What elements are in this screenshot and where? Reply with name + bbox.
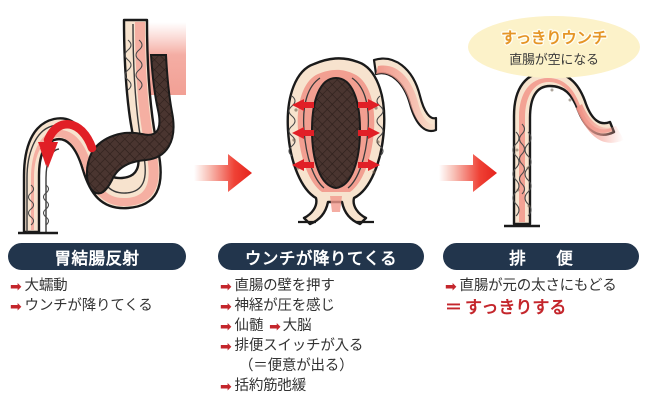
illustration-area: すっきりウンチ 直腸が空になる — [6, 0, 640, 243]
list-item-label: 大蠕動 — [24, 278, 68, 294]
pressure-arrow-right-1 — [358, 99, 380, 111]
list-item-label: 神経が圧を感じ — [234, 298, 335, 314]
list-item: ➡ ウンチが降りてくる — [10, 296, 208, 316]
list-item: ➡ 排便スイッチが入る — [220, 336, 430, 356]
panel-3-banner: 排 便 — [443, 243, 639, 270]
arrow-bullet-icon: ➡ — [220, 338, 232, 354]
callout-bubble: すっきりウンチ 直腸が空になる — [468, 16, 640, 78]
peristalsis-curved-arrow — [38, 120, 97, 168]
list-item-label: 直腸の壁を押す — [234, 278, 335, 294]
pressure-arrow-left-3 — [292, 159, 314, 171]
pressure-arrows — [292, 99, 380, 171]
callout-title: すっきりウンチ — [501, 30, 607, 47]
panel-3-lines: ➡ 直腸が元の太さにもどる ＝ すっきりする — [443, 276, 641, 320]
legend-columns: 胃結腸反射 ➡ 大蠕動 ➡ ウンチが降りてくる ウンチが降りてくる ➡ 直腸の壁… — [0, 243, 647, 405]
list-item-note: （＝便意が出る） — [220, 356, 430, 376]
list-item: ➡ 仙髄 ➡ 大脳 — [220, 316, 430, 336]
callout-subtitle: 直腸が空になる — [509, 52, 599, 67]
panel-1-banner: 胃結腸反射 — [8, 243, 186, 270]
panel-1-lines: ➡ 大蠕動 ➡ ウンチが降りてくる — [8, 276, 208, 316]
list-item-label: 排便スイッチが入る — [234, 338, 364, 354]
pressure-arrow-right-2 — [358, 127, 380, 139]
list-item-label: ウンチが降りてくる — [24, 298, 153, 314]
list-item: ➡ 括約筋弛緩 — [220, 376, 430, 396]
pressure-arrow-left-2 — [292, 127, 314, 139]
pressure-arrow-right-3 — [358, 159, 380, 171]
colon-peristalsis-illustration — [6, 0, 216, 243]
list-item-label: 括約筋弛緩 — [234, 378, 307, 394]
panel-2-lines: ➡ 直腸の壁を押す ➡ 神経が圧を感じ ➡ 仙髄 ➡ 大脳 ➡ 排便スイッチが入… — [218, 276, 430, 396]
conclusion-label: すっきりする — [465, 298, 567, 317]
list-item: ➡ 直腸の壁を押す — [220, 276, 430, 296]
list-item: ➡ 大蠕動 — [10, 276, 208, 296]
equals-sign: ＝ — [445, 298, 462, 317]
list-item-label: 直腸が元の太さにもどる — [459, 278, 617, 294]
panel-1-column: 胃結腸反射 ➡ 大蠕動 ➡ ウンチが降りてくる — [8, 243, 208, 316]
list-item: ➡ 直腸が元の太さにもどる — [445, 276, 641, 296]
arrow-bullet-icon: ➡ — [10, 298, 22, 314]
stage-arrow-2 — [437, 150, 499, 196]
panel-2-column: ウンチが降りてくる ➡ 直腸の壁を押す ➡ 神経が圧を感じ ➡ 仙髄 ➡ 大脳 … — [218, 243, 430, 396]
pressure-arrow-left-1 — [292, 99, 314, 111]
arrow-bullet-inline-icon: ➡ — [269, 318, 281, 334]
stage-arrow-1 — [192, 150, 254, 196]
list-item-label-secondary: 大脳 — [282, 318, 312, 334]
panel-2-banner: ウンチが降りてくる — [218, 243, 424, 270]
arrow-bullet-icon: ➡ — [10, 278, 22, 294]
list-item-label: 仙髄 — [234, 318, 264, 334]
conclusion-line: ＝ すっきりする — [445, 296, 641, 320]
arrow-bullet-icon: ➡ — [220, 298, 232, 314]
arrow-bullet-icon: ➡ — [220, 278, 232, 294]
panel-3-column: 排 便 ➡ 直腸が元の太さにもどる ＝ すっきりする — [443, 243, 641, 320]
arrow-bullet-icon: ➡ — [220, 378, 232, 394]
rectum-distended-illustration — [258, 0, 438, 243]
arrow-bullet-icon: ➡ — [220, 318, 232, 334]
list-item-note-label: （＝便意が出る） — [239, 358, 354, 374]
list-item: ➡ 神経が圧を感じ — [220, 296, 430, 316]
arrow-bullet-icon: ➡ — [445, 278, 457, 294]
